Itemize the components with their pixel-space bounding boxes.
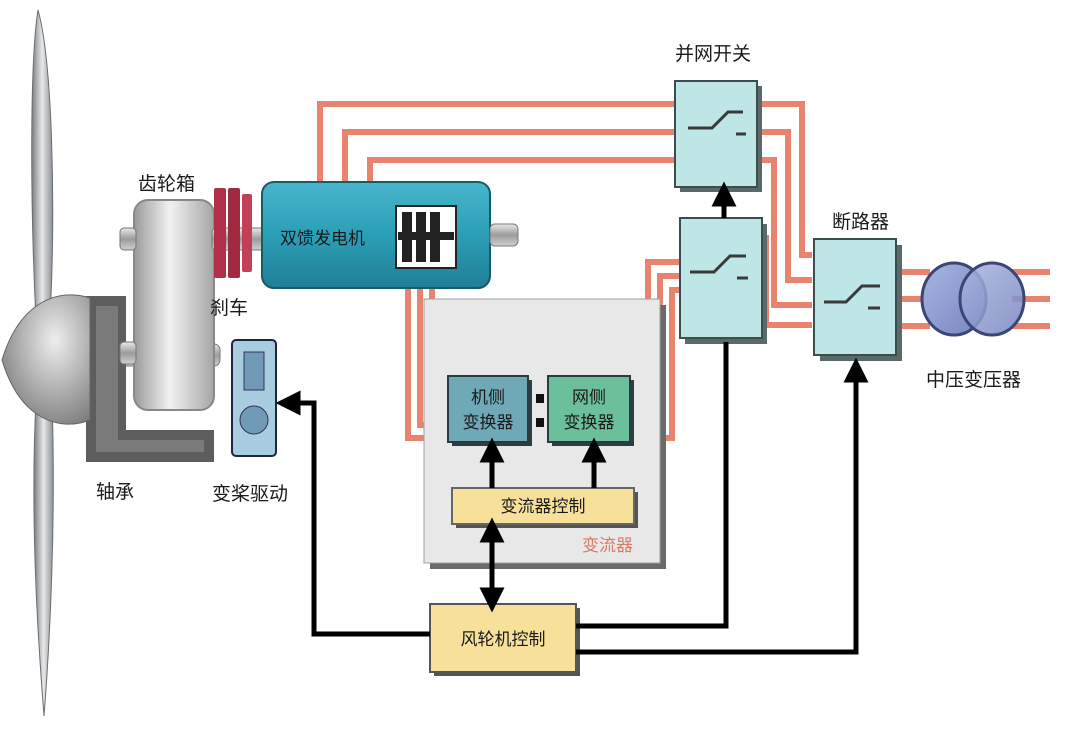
turbine-control-label: 风轮机控制 xyxy=(461,630,546,650)
pitch-drive-label: 变桨驱动 xyxy=(212,483,288,505)
breaker-label: 断路器 xyxy=(832,211,889,233)
gearbox xyxy=(119,199,215,411)
grid-switch-label: 并网开关 xyxy=(675,43,751,65)
stator-line-2 xyxy=(342,129,812,283)
brake-discs xyxy=(214,188,252,278)
ctrl-to-pitch-drive xyxy=(275,390,430,637)
breaker-box xyxy=(813,238,902,361)
turbine-blades xyxy=(31,9,54,717)
grid-side-converter-label-line2: 变换器 xyxy=(564,413,615,433)
mv-transformer-label: 中压变压器 xyxy=(926,369,1021,391)
nose-cone xyxy=(1,294,91,425)
bearing-label: 轴承 xyxy=(96,481,134,503)
generator-body xyxy=(261,181,519,289)
ctrl-to-lower-switch xyxy=(576,342,729,629)
grid-side-converter-box xyxy=(547,375,634,446)
machine-side-converter-label-line1: 机侧 xyxy=(471,388,505,408)
pitch-drive-icon xyxy=(231,339,277,457)
bearing-support xyxy=(86,296,214,462)
ctrl-to-breaker xyxy=(576,357,869,655)
turbine-control-box xyxy=(429,603,580,676)
stator-line-1 xyxy=(317,101,812,258)
control-lines xyxy=(275,181,869,655)
stator-line-3 xyxy=(367,157,812,308)
converter-label: 变流器 xyxy=(582,536,633,556)
mv-transformer-icon xyxy=(920,261,1026,337)
gearbox-label: 齿轮箱 xyxy=(138,173,195,195)
brake-label: 刹车 xyxy=(210,297,248,319)
generator-label: 双馈发电机 xyxy=(280,229,365,249)
grid-side-converter-label-line1: 网侧 xyxy=(572,388,606,408)
machine-side-converter-box xyxy=(447,375,544,446)
grid-switch-box-lower xyxy=(679,217,767,344)
machine-side-converter-label-line2: 变换器 xyxy=(463,413,514,433)
grid-switch-box-upper xyxy=(674,80,762,192)
converter-control-label: 变流器控制 xyxy=(501,497,586,517)
